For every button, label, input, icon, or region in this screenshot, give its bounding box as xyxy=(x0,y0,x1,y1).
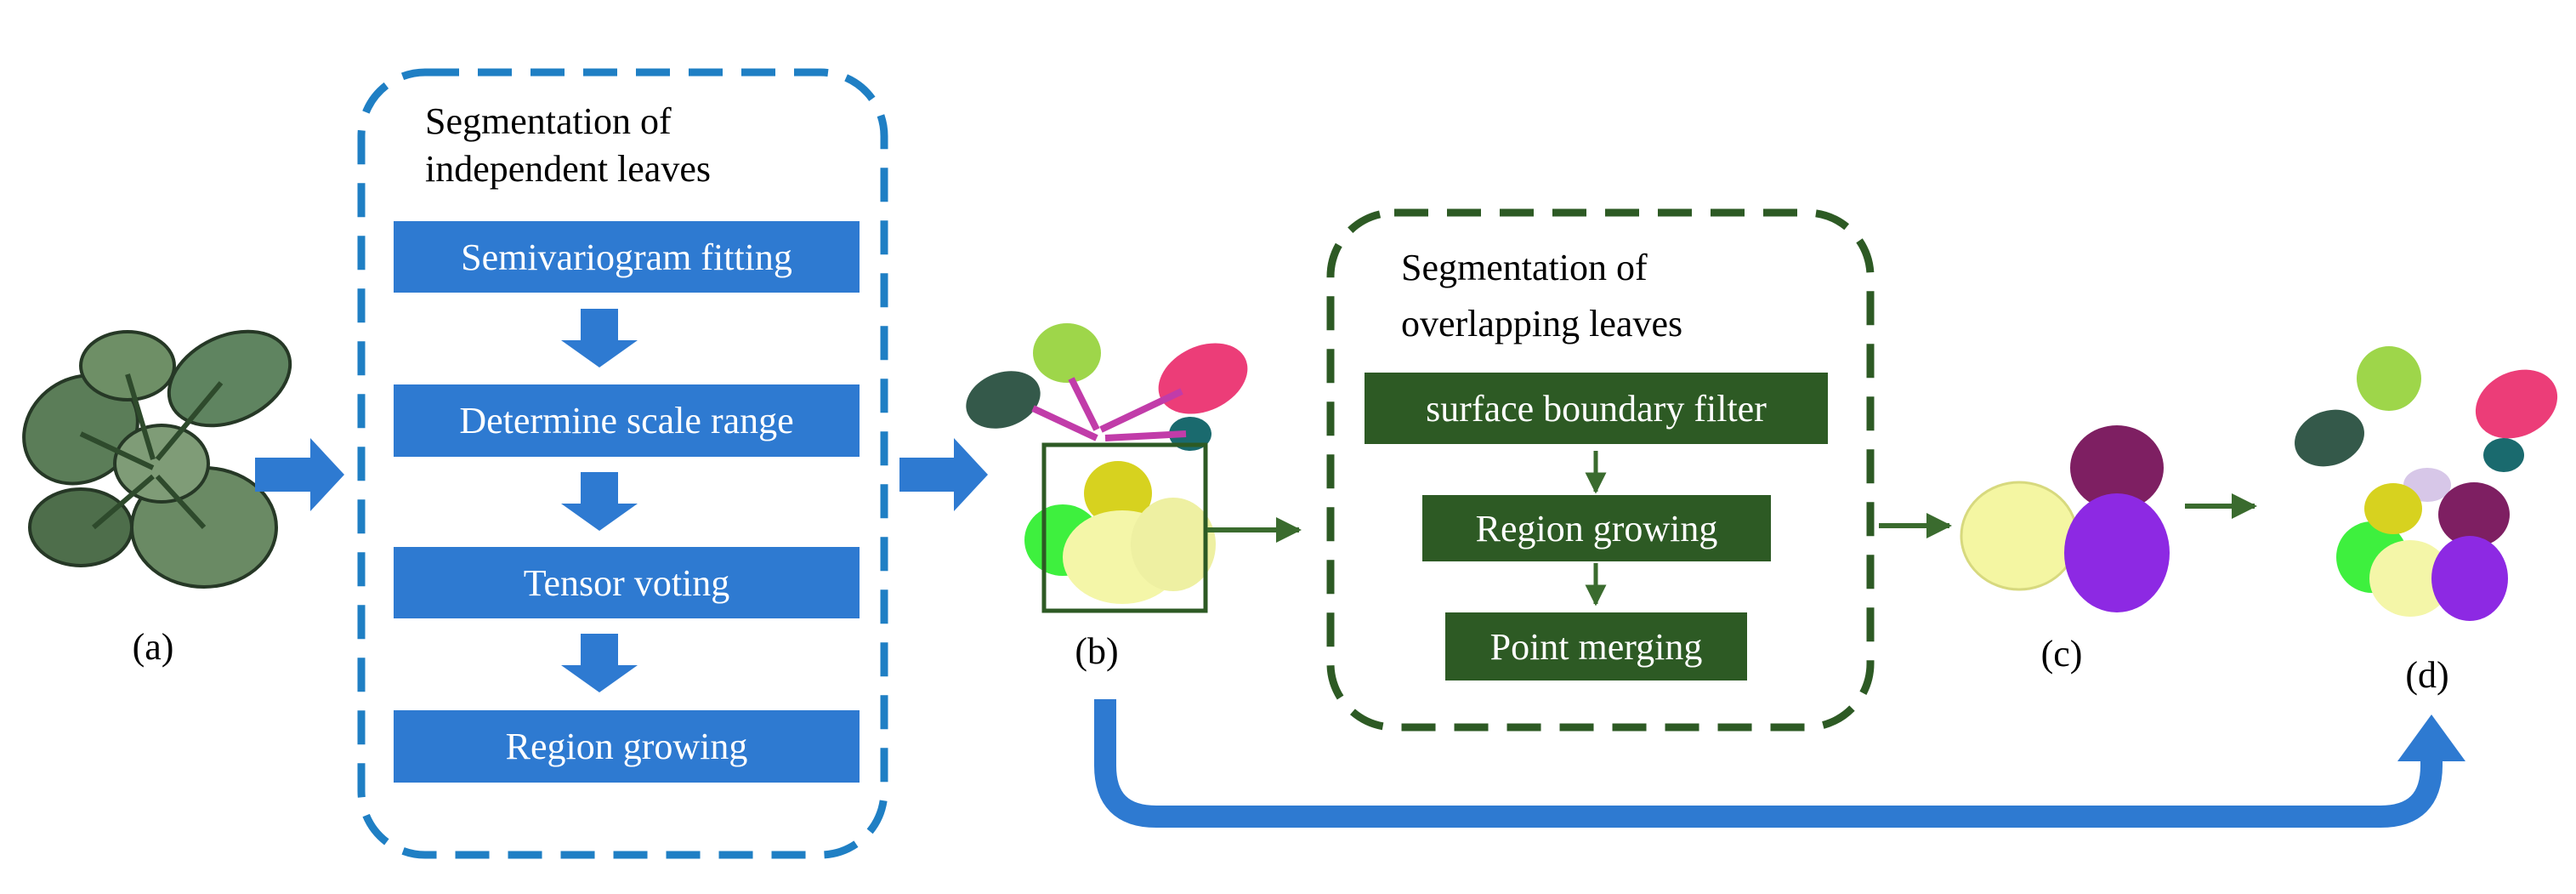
overlapping-leaves-frame xyxy=(1326,208,1875,732)
segmented-plant-d xyxy=(2295,346,2558,621)
independent-title-line1: Segmentation of xyxy=(425,100,672,142)
step-determine-scale-range: Determine scale range xyxy=(394,384,860,457)
overlap-selection-box xyxy=(1041,442,1208,613)
feedback-arrow-b-to-d xyxy=(1094,699,2443,828)
label-b: (b) xyxy=(1075,630,1119,672)
label-d: (d) xyxy=(2405,654,2449,696)
feedback-arrowhead xyxy=(2397,715,2465,761)
arrow-independent-to-b xyxy=(899,438,988,511)
step-surface-boundary-filter: surface boundary filter xyxy=(1365,373,1828,444)
step-region-growing-overlapping: Region growing xyxy=(1422,495,1771,561)
plant-point-cloud-a xyxy=(22,329,292,589)
down-arrow-1 xyxy=(561,309,638,367)
independent-leaves-frame xyxy=(357,68,888,859)
independent-title-line2: independent leaves xyxy=(425,148,711,190)
step-semivariogram-fitting: Semivariogram fitting xyxy=(394,221,860,293)
down-arrow-2 xyxy=(561,472,638,531)
overlapping-title-line1: Segmentation of xyxy=(1401,247,1648,288)
down-arrow-3 xyxy=(561,634,638,692)
label-c: (c) xyxy=(2040,633,2083,675)
segmented-plant-b xyxy=(966,323,1248,613)
step-tensor-voting: Tensor voting xyxy=(394,547,860,618)
segmented-leaves-c xyxy=(1960,425,2170,612)
step-point-merging: Point merging xyxy=(1445,612,1747,680)
overlapping-title-line2: overlapping leaves xyxy=(1401,303,1683,345)
step-region-growing-independent: Region growing xyxy=(394,710,860,783)
arrow-a-to-independent xyxy=(255,438,344,511)
label-a: (a) xyxy=(132,626,174,668)
